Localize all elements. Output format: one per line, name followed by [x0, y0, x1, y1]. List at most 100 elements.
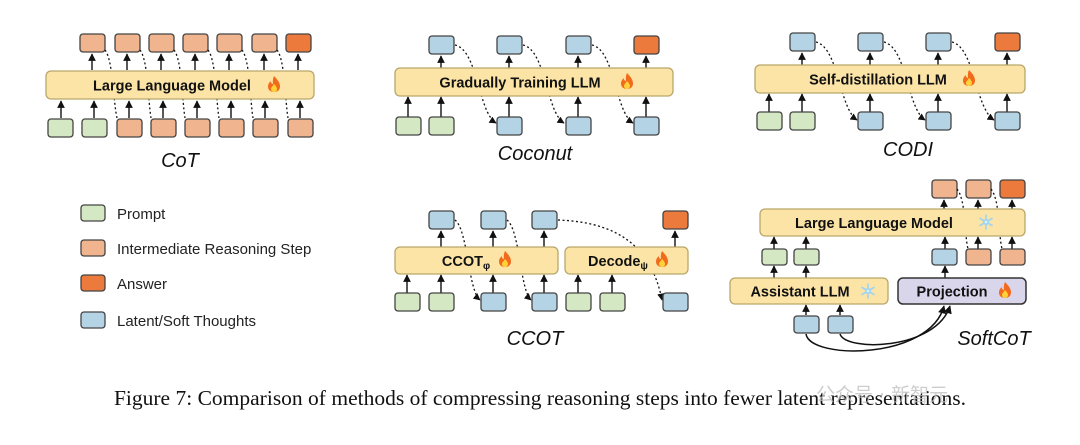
- reasoning-step-token: [287, 118, 314, 138]
- reasoning-step-token: [999, 248, 1026, 266]
- legend-label: Intermediate Reasoning Step: [117, 241, 311, 258]
- reasoning-step-token: [218, 118, 245, 138]
- legend-swatch: [80, 274, 106, 292]
- legend-item-answer: Answer: [80, 274, 167, 293]
- latent-token: [925, 32, 952, 52]
- codi-outputs: [789, 32, 1021, 52]
- legend-swatch: [80, 311, 106, 329]
- ccot-encoder-block: [394, 246, 559, 275]
- prompt-token: [47, 118, 74, 138]
- latent-token: [428, 210, 455, 230]
- answer-token: [999, 179, 1026, 199]
- latent-token: [994, 111, 1021, 131]
- legend-label: Answer: [117, 276, 167, 293]
- legend-label: Prompt: [117, 206, 166, 223]
- latent-token: [531, 210, 558, 230]
- latent-token: [496, 35, 523, 55]
- reasoning-step-token: [251, 33, 278, 53]
- prompt-token: [81, 118, 108, 138]
- codi-panel: Self-distillation LLM CODI: [754, 32, 1026, 161]
- latent-token: [496, 116, 523, 136]
- reasoning-step-token: [965, 248, 992, 266]
- llm-block: [394, 67, 674, 97]
- softcot-up-arrows: [770, 199, 1016, 315]
- method-label-cot: CoT: [161, 150, 201, 172]
- assistant-llm-label: Assistant LLM: [750, 285, 849, 301]
- latent-token: [827, 315, 854, 334]
- latent-token: [565, 35, 592, 55]
- prompt-token: [793, 248, 820, 266]
- method-label-ccot: CCOT: [507, 328, 565, 350]
- llm-label: Self-distillation LLM: [809, 73, 947, 89]
- softcot-projection-links: [805, 305, 952, 352]
- reasoning-step-token: [150, 118, 177, 138]
- llm-label: Large Language Model: [795, 216, 953, 232]
- latent-token: [857, 111, 884, 131]
- legend-item-latent: Latent/Soft Thoughts: [80, 311, 256, 330]
- prompt-token: [428, 116, 455, 136]
- prompt-token: [395, 116, 422, 136]
- legend-swatch: [80, 204, 106, 222]
- latent-token: [931, 248, 958, 266]
- method-label-codi: CODI: [883, 139, 933, 161]
- ccot-dotted-links: [454, 219, 665, 301]
- ccot-decoder-label: Decodeψ: [588, 254, 648, 272]
- ccot-decoder-block: [564, 246, 689, 275]
- llm-block: [45, 70, 315, 100]
- latent-token: [428, 35, 455, 55]
- reasoning-step-token: [114, 33, 141, 53]
- ccot-outputs: [428, 210, 689, 230]
- legend-item-step: Intermediate Reasoning Step: [80, 239, 311, 258]
- codi-up-arrows: [765, 52, 1011, 112]
- reasoning-step-token: [182, 33, 209, 53]
- reasoning-step-token: [252, 118, 279, 138]
- reasoning-step-token: [116, 118, 143, 138]
- cot-up-arrows: [57, 53, 304, 118]
- softcot-mid-tokens: [761, 248, 1026, 266]
- latent-token: [662, 292, 689, 312]
- coconut-up-arrows: [404, 55, 650, 117]
- cot-outputs: [79, 33, 312, 53]
- llm-label: Gradually Training LLM: [439, 76, 600, 92]
- legend: Prompt Intermediate Reasoning Step Answe…: [80, 204, 311, 330]
- reasoning-step-token: [148, 33, 175, 53]
- reasoning-step-token: [965, 179, 992, 199]
- ccot-inputs: [394, 292, 689, 312]
- codi-inputs: [756, 111, 1021, 131]
- ccot-panel: CCOTφ Decodeψ CCOT: [394, 210, 689, 350]
- latent-token: [793, 315, 820, 334]
- reasoning-step-token: [216, 33, 243, 53]
- latent-token: [531, 292, 558, 312]
- softcot-soft-thought-tokens: [793, 315, 854, 334]
- coconut-outputs: [428, 35, 660, 55]
- projection-block: [897, 277, 1027, 305]
- ccot-up-arrows: [403, 230, 679, 293]
- method-label-softcot: SoftCoT: [957, 328, 1032, 350]
- coconut-inputs: [395, 116, 660, 136]
- legend-item-prompt: Prompt: [80, 204, 166, 223]
- llm-block: [759, 208, 1026, 237]
- latent-token: [925, 111, 952, 131]
- latent-token: [480, 210, 507, 230]
- answer-token: [633, 35, 660, 55]
- reasoning-step-token: [79, 33, 106, 53]
- figure-caption: Figure 7: Comparison of methods of compr…: [113, 386, 967, 410]
- legend-swatch: [80, 239, 106, 257]
- prompt-token: [428, 292, 455, 312]
- assistant-llm-block: [729, 277, 889, 305]
- llm-block: [754, 64, 1026, 94]
- prompt-token: [599, 292, 626, 312]
- ccot-encoder-label: CCOTφ: [442, 254, 490, 272]
- softcot-panel: Large Language Model Assistant LLM Proje…: [729, 179, 1032, 352]
- cot-inputs: [47, 118, 314, 138]
- latent-token: [480, 292, 507, 312]
- prompt-token: [761, 248, 788, 266]
- prompt-token: [394, 292, 421, 312]
- prompt-token: [756, 111, 783, 131]
- cot-panel: Large Language Model CoT: [45, 33, 315, 172]
- latent-token: [789, 32, 816, 52]
- latent-token: [857, 32, 884, 52]
- answer-token: [285, 33, 312, 53]
- legend-label: Latent/Soft Thoughts: [117, 313, 256, 330]
